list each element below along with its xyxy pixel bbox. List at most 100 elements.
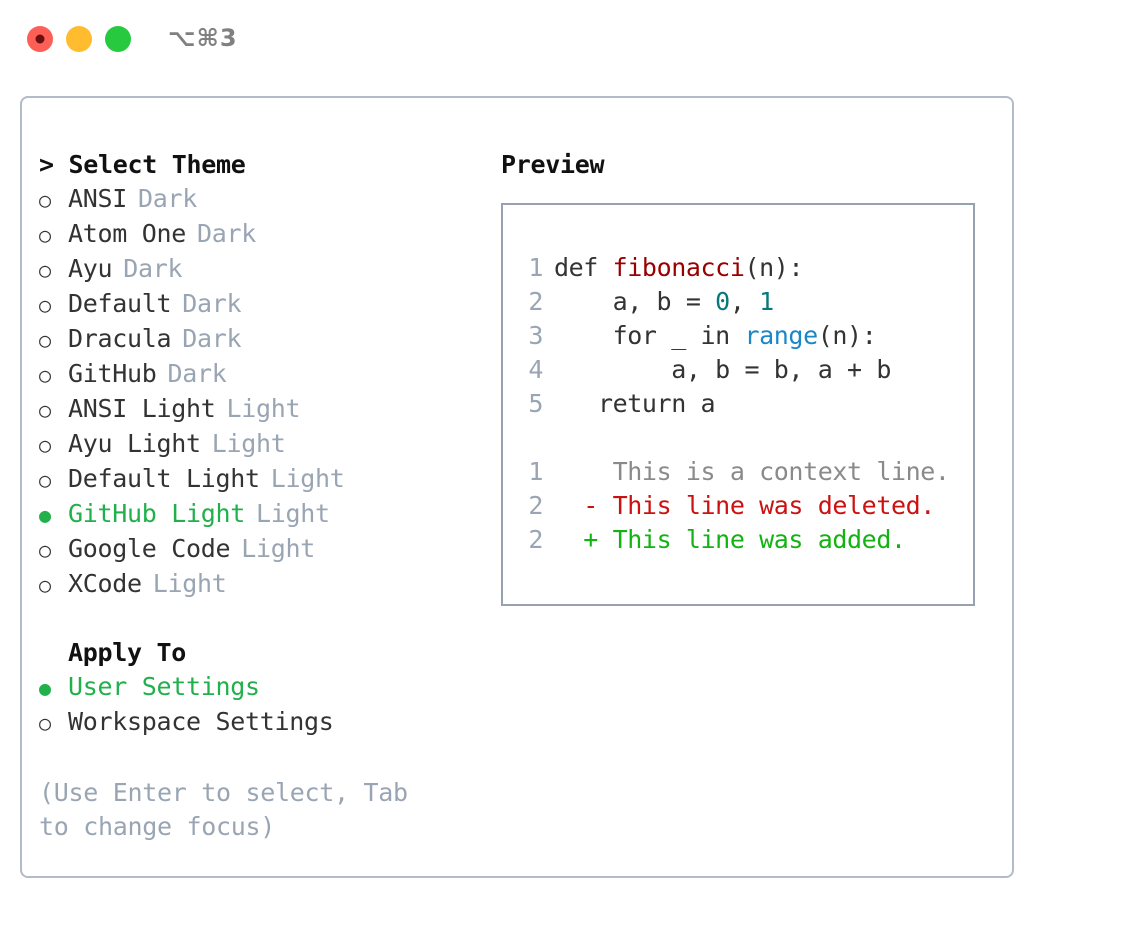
theme-option-github-light[interactable]: ● GitHub Light Light xyxy=(39,497,479,532)
apply-to-label: Apply To xyxy=(68,638,187,667)
radio-selected-icon: ● xyxy=(39,503,51,527)
diff-line-ctx: 1 This is a context line. xyxy=(521,455,967,489)
code-line: 2 a, b = 0, 1 xyxy=(521,285,967,319)
theme-variant-badge: Light xyxy=(256,499,330,528)
theme-option-label: ANSI Light xyxy=(68,394,216,423)
code-token-plain: (n): xyxy=(744,253,804,282)
diff-marker: - xyxy=(554,491,613,520)
code-token-plain: (n): xyxy=(817,321,877,350)
radio-unselected-icon: ○ xyxy=(39,223,51,247)
theme-option-github[interactable]: ○ GitHub Dark xyxy=(39,357,479,392)
radio-unselected-icon: ○ xyxy=(39,468,51,492)
theme-option-xcode[interactable]: ○ XCode Light xyxy=(39,567,479,602)
radio-unselected-icon: ○ xyxy=(39,363,51,387)
theme-option-label: GitHub Light xyxy=(68,499,246,528)
theme-option-atom-one[interactable]: ○ Atom One Dark xyxy=(39,217,479,252)
theme-variant-badge: Dark xyxy=(167,359,227,388)
theme-option-label: XCode xyxy=(68,569,142,598)
apply-to-list[interactable]: ●User Settings ○ Workspace Settings xyxy=(39,670,479,740)
radio-unselected-icon: ○ xyxy=(39,328,51,352)
line-number: 1 xyxy=(528,253,543,282)
theme-option-label: Google Code xyxy=(68,534,231,563)
radio-unselected-icon: ○ xyxy=(39,398,51,422)
line-number: 4 xyxy=(528,355,543,384)
radio-unselected-icon: ○ xyxy=(39,711,51,735)
select-theme-title: > Select Theme xyxy=(39,150,246,179)
code-token-plain: a, b = xyxy=(554,287,716,316)
theme-option-dracula[interactable]: ○ Dracula Dark xyxy=(39,322,479,357)
theme-option-ayu[interactable]: ○ Ayu Dark xyxy=(39,252,479,287)
radio-selected-icon: ● xyxy=(39,676,51,700)
theme-option-label: Default Light xyxy=(68,464,260,493)
theme-option-ansi[interactable]: ○ ANSI Dark xyxy=(39,182,479,217)
apply-to-option-workspace-settings[interactable]: ○ Workspace Settings xyxy=(39,705,479,740)
keyboard-shortcut-label: ⌥⌘3 xyxy=(168,24,238,52)
apply-to-option-label: Workspace Settings xyxy=(68,707,334,736)
radio-unselected-icon: ○ xyxy=(39,188,51,212)
code-token-plain: def xyxy=(554,253,613,282)
diff-marker xyxy=(554,457,613,486)
theme-variant-badge: Dark xyxy=(182,324,242,353)
theme-option-label: Dracula xyxy=(68,324,172,353)
line-number: 3 xyxy=(528,321,543,350)
diff-line-del: 2 - This line was deleted. xyxy=(521,489,967,523)
radio-unselected-icon: ○ xyxy=(39,433,51,457)
maximize-window-button[interactable] xyxy=(105,26,131,52)
diff-text: This line was added. xyxy=(612,525,906,554)
theme-option-label: Atom One xyxy=(68,219,187,248)
code-token-plain: for _ in xyxy=(554,321,745,350)
theme-variant-badge: Dark xyxy=(123,254,183,283)
line-number: 5 xyxy=(528,389,543,418)
theme-variant-badge: Light xyxy=(241,534,316,563)
line-number: 2 xyxy=(528,525,543,554)
minimize-window-button[interactable] xyxy=(66,26,92,52)
theme-variant-badge: Light xyxy=(270,464,345,493)
code-line: 1 def fibonacci(n): xyxy=(521,251,967,285)
theme-option-label: Ayu Light xyxy=(68,429,201,458)
theme-option-default-light[interactable]: ○ Default Light Light xyxy=(39,462,479,497)
traffic-light-controls xyxy=(27,26,131,52)
theme-option-label: Ayu xyxy=(68,254,113,283)
theme-variant-badge: Dark xyxy=(138,184,198,213)
theme-variant-badge: Dark xyxy=(182,289,242,318)
code-token-func: fibonacci xyxy=(612,253,745,282)
close-window-button[interactable] xyxy=(27,26,53,52)
window-titlebar: ⌥⌘3 xyxy=(0,0,1140,78)
theme-option-ansi-light[interactable]: ○ ANSI Light Light xyxy=(39,392,479,427)
radio-unselected-icon: ○ xyxy=(39,293,51,317)
theme-option-label: GitHub xyxy=(68,359,157,388)
keyboard-hint-text: (Use Enter to select, Tab to change focu… xyxy=(39,778,408,841)
code-line: 3 for _ in range(n): xyxy=(521,319,967,353)
line-number: 2 xyxy=(528,287,543,316)
diff-text: This line was deleted. xyxy=(612,491,936,520)
code-token-plain: a, b = b, a + b xyxy=(554,355,891,384)
diff-line-add: 2 + This line was added. xyxy=(521,523,967,557)
section-spacer xyxy=(39,602,479,636)
theme-option-default[interactable]: ○ Default Dark xyxy=(39,287,479,322)
hint-spacer xyxy=(39,740,479,776)
code-token-plain: return a xyxy=(554,389,716,418)
apply-to-option-user-settings[interactable]: ●User Settings xyxy=(39,670,479,705)
theme-variant-badge: Dark xyxy=(197,219,257,248)
code-token-plain: , xyxy=(729,287,760,316)
radio-unselected-icon: ○ xyxy=(39,258,51,282)
code-line: 5 return a xyxy=(521,387,967,421)
theme-variant-badge: Light xyxy=(152,569,227,598)
theme-variant-badge: Light xyxy=(226,394,301,423)
diff-text: This is a context line. xyxy=(612,457,950,486)
code-token-num: 0 xyxy=(715,287,730,316)
radio-unselected-icon: ○ xyxy=(39,573,51,597)
theme-option-label: ANSI xyxy=(68,184,128,213)
theme-option-label: Default xyxy=(68,289,172,318)
code-line: 4 a, b = b, a + b xyxy=(521,353,967,387)
diff-marker: + xyxy=(554,525,613,554)
